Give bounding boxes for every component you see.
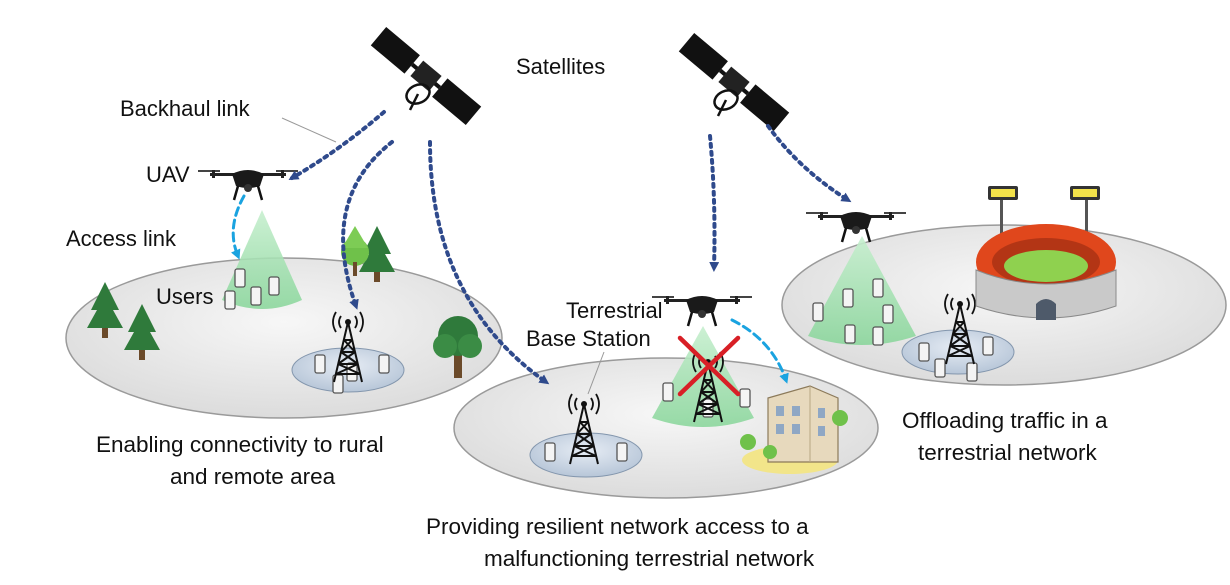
deciduous-tree-icon xyxy=(433,316,482,378)
backhaul-link-label: Backhaul link xyxy=(120,96,251,121)
building-icon xyxy=(740,385,848,474)
terrestrial-base-station-label: Terrestrial Base Station xyxy=(526,298,669,351)
backhaul-link-arrow xyxy=(341,140,394,310)
uav-label: UAV xyxy=(146,162,190,187)
access-link-arrow xyxy=(231,194,246,260)
satellites-label: Satellites xyxy=(516,54,605,79)
caption-offloading: Offloading traffic in a terrestrial netw… xyxy=(902,408,1114,465)
backhaul-link-arrow xyxy=(766,124,852,203)
uav-drone-icon xyxy=(196,168,300,202)
backhaul-link-arrow xyxy=(428,140,550,385)
backhaul-label-leader xyxy=(281,117,337,143)
caption-resilient: Providing resilient network access to a … xyxy=(426,514,815,571)
malfunction-cross-icon xyxy=(677,335,741,397)
users-label: Users xyxy=(156,284,213,309)
caption-rural: Enabling connectivity to rural and remot… xyxy=(96,432,390,489)
access-link-arrow xyxy=(730,318,789,384)
satellite-icon xyxy=(369,25,483,127)
base-station-label-leader xyxy=(587,351,605,395)
uav-coverage-cone-resilient xyxy=(652,326,754,427)
access-link-label: Access link xyxy=(66,226,177,251)
backhaul-link-arrow xyxy=(708,134,720,272)
stadium-icon xyxy=(975,186,1117,320)
backhaul-link-arrow xyxy=(288,110,386,181)
tree-cluster-icon xyxy=(341,226,395,282)
satellite-icon xyxy=(677,31,791,133)
